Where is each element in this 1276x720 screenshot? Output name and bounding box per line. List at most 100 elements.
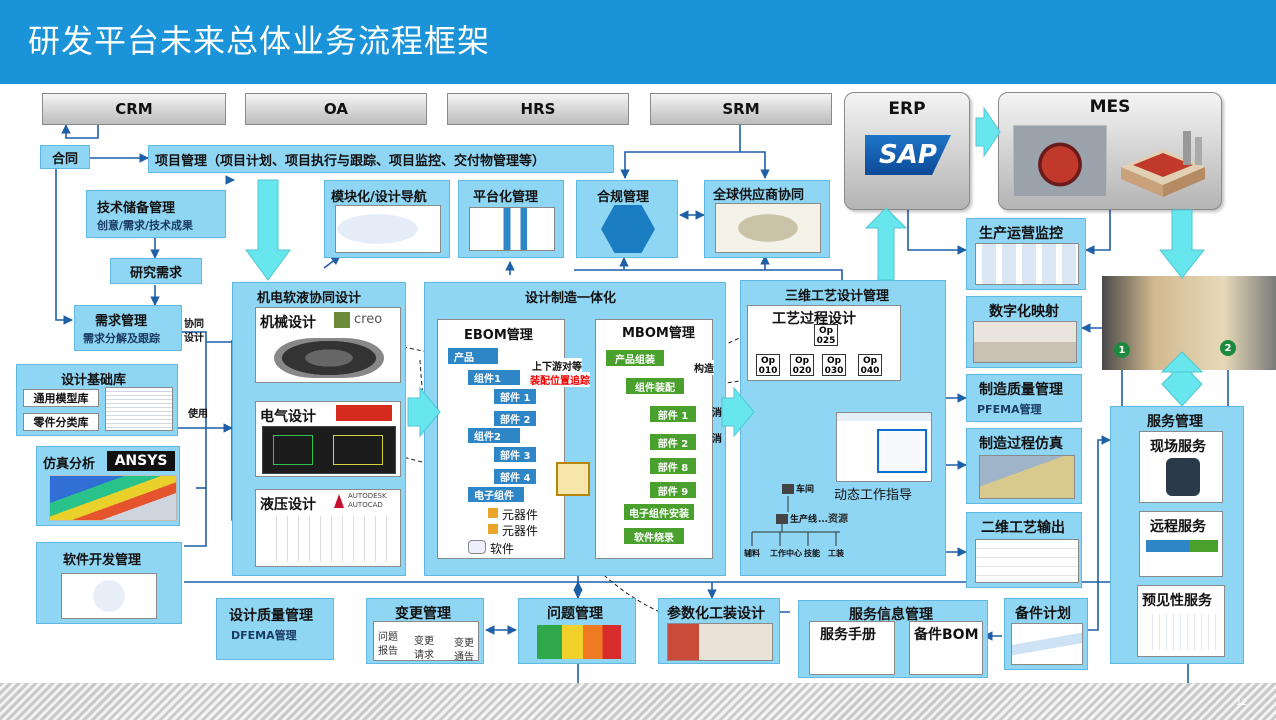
element-icon-2 — [488, 524, 498, 534]
collab-design-box: 机电软液协同设计 机械设计 creo 电气设计 液压设计 AUTODESK AU… — [232, 282, 406, 576]
service-info-label: 服务信息管理 — [849, 607, 933, 623]
workshop-label: 车间 — [796, 485, 815, 495]
mbom-part2: 部件 2 — [650, 434, 696, 450]
contract-box: 合同 — [40, 145, 90, 169]
tech-reserve-label: 技术储备管理 — [97, 201, 176, 216]
team-photo — [61, 573, 157, 619]
ops-monitor-box: 生产运营监控 — [966, 218, 1086, 290]
leaf-workcenter: 工作中心 — [770, 549, 802, 558]
leaf-aux: 辅料 — [744, 549, 760, 558]
design-library-box: 设计基础库 通用模型库 零件分类库 — [16, 364, 178, 436]
ebom-software: 软件 — [490, 542, 515, 556]
dm-title: 设计制造一体化 — [525, 291, 617, 306]
supplier-box: 全球供应商协同 — [704, 180, 830, 258]
ebom-part2: 部件 2 — [494, 411, 536, 426]
design-library-label: 设计基础库 — [61, 373, 127, 388]
mfg-sim-box: 制造过程仿真 — [966, 428, 1082, 504]
element-icon-1 — [488, 508, 498, 518]
ebom-part1: 部件 1 — [494, 389, 536, 404]
software-dev-label: 软件开发管理 — [63, 553, 142, 568]
leaf-tooling: 工装 — [828, 549, 844, 558]
work-instruction-thumb — [836, 412, 932, 482]
spare-plan-label: 备件计划 — [1015, 606, 1071, 622]
ops-monitor-label: 生产运营监控 — [979, 226, 1063, 242]
digital-mapping-box: 数字化映射 — [966, 296, 1082, 368]
monitor-thumb — [975, 243, 1079, 285]
spare-bom-card: 备件BOM — [909, 621, 983, 675]
remote-card: 远程服务 — [1139, 511, 1223, 577]
schematic-thumb — [262, 426, 396, 474]
software-dev-box: 软件开发管理 — [36, 542, 182, 624]
predictive-thumb — [1146, 614, 1218, 650]
digital-thumb — [973, 321, 1077, 363]
autocad-label: AUTOCAD — [348, 501, 383, 509]
change-request-1: 变更 — [414, 636, 434, 647]
research-box: 研究需求 — [110, 258, 202, 284]
onsite-label: 现场服务 — [1150, 439, 1206, 455]
change-notice-2: 通告 — [454, 652, 474, 663]
requirement-box: 需求管理 需求分解及跟踪 — [74, 305, 182, 351]
predictive-card: 预见性服务 — [1137, 585, 1225, 657]
hydraulic-card: 液压设计 AUTODESK AUTOCAD — [255, 489, 401, 567]
mes-title: MES — [1089, 97, 1131, 117]
ansys-logo: ANSYS — [107, 451, 175, 471]
use-label: 使用 — [188, 409, 208, 420]
updown-note: 上下游对等 — [532, 358, 582, 373]
simulation-label: 仿真分析 — [43, 457, 96, 472]
dynamic-guide-label: 动态工作指导 — [834, 488, 913, 503]
param-tooling-label: 参数化工装设计 — [667, 606, 765, 622]
process-design-title: 三维工艺设计管理 — [785, 289, 890, 304]
mbom-part9: 部件 9 — [650, 482, 696, 498]
mfg-sim-label: 制造过程仿真 — [979, 436, 1063, 452]
platform-thumb — [469, 207, 555, 251]
compliance-icon — [601, 205, 655, 253]
issue-mgmt-box: 问题管理 — [518, 598, 636, 664]
onsite-card: 现场服务 — [1139, 431, 1223, 503]
compliance-label: 合规管理 — [597, 190, 650, 205]
erp-system: ERP SAP — [844, 92, 970, 210]
mbom-software-burn: 软件烧录 — [624, 528, 684, 544]
spare-plan-thumb — [1011, 623, 1083, 665]
change-mgmt-label: 变更管理 — [395, 606, 451, 622]
mes-system: MES — [998, 92, 1222, 210]
modular-box: 模块化/设计导航 — [324, 180, 450, 258]
service-mgmt-box: 服务管理 现场服务 远程服务 预见性服务 — [1110, 406, 1244, 664]
mfg-quality-box: 制造质量管理 PFEMA管理 — [966, 374, 1082, 422]
crm-system: CRM — [42, 93, 226, 125]
footer-band — [0, 683, 1276, 720]
erp-title: ERP — [888, 99, 926, 119]
design-quality-sub: DFEMA管理 — [231, 629, 297, 642]
electrical-card: 电气设计 — [255, 401, 401, 477]
title-banner — [0, 0, 1276, 84]
change-flow-card: 问题 报告 变更 请求 变更 通告 — [373, 621, 479, 663]
2d-output-thumb — [975, 539, 1079, 583]
resource-tree — [751, 496, 840, 546]
supplier-label: 全球供应商协同 — [713, 188, 805, 203]
change-notice-1: 变更 — [454, 638, 474, 649]
badge-one: 1 — [1114, 342, 1130, 358]
hydraulic-thumb — [266, 516, 392, 562]
compliance-box: 合规管理 — [576, 180, 678, 258]
world-map-thumb — [715, 203, 821, 253]
project-management-box: 项目管理（项目计划、项目执行与跟踪、项目监控、交付物管理等） — [148, 145, 614, 173]
mfg-sim-thumb — [979, 455, 1075, 499]
mechanical-card: 机械设计 creo — [255, 307, 401, 383]
issue-report-2: 报告 — [378, 646, 398, 657]
creo-icon — [334, 312, 350, 328]
page-title: 研发平台未来总体业务流程框架 — [28, 22, 491, 60]
autodesk-icon — [334, 494, 344, 508]
tablet-icon — [1166, 458, 1200, 496]
line-icon — [776, 514, 788, 524]
simulation-thumb — [49, 475, 177, 521]
xiao-note-1: 消 — [712, 408, 722, 419]
process-design-label: 工艺过程设计 — [772, 311, 856, 327]
tech-reserve-sub: 创意/需求/技术成果 — [97, 219, 194, 232]
software-icon — [468, 540, 486, 554]
simulation-box: 仿真分析 ANSYS — [36, 446, 180, 526]
construct-note: 构造 — [694, 360, 714, 375]
mbom-part1: 部件 1 — [650, 406, 696, 422]
modular-label: 模块化/设计导航 — [331, 190, 427, 205]
service-mgmt-label: 服务管理 — [1147, 414, 1203, 430]
line-label: 生产线 — [790, 515, 818, 525]
